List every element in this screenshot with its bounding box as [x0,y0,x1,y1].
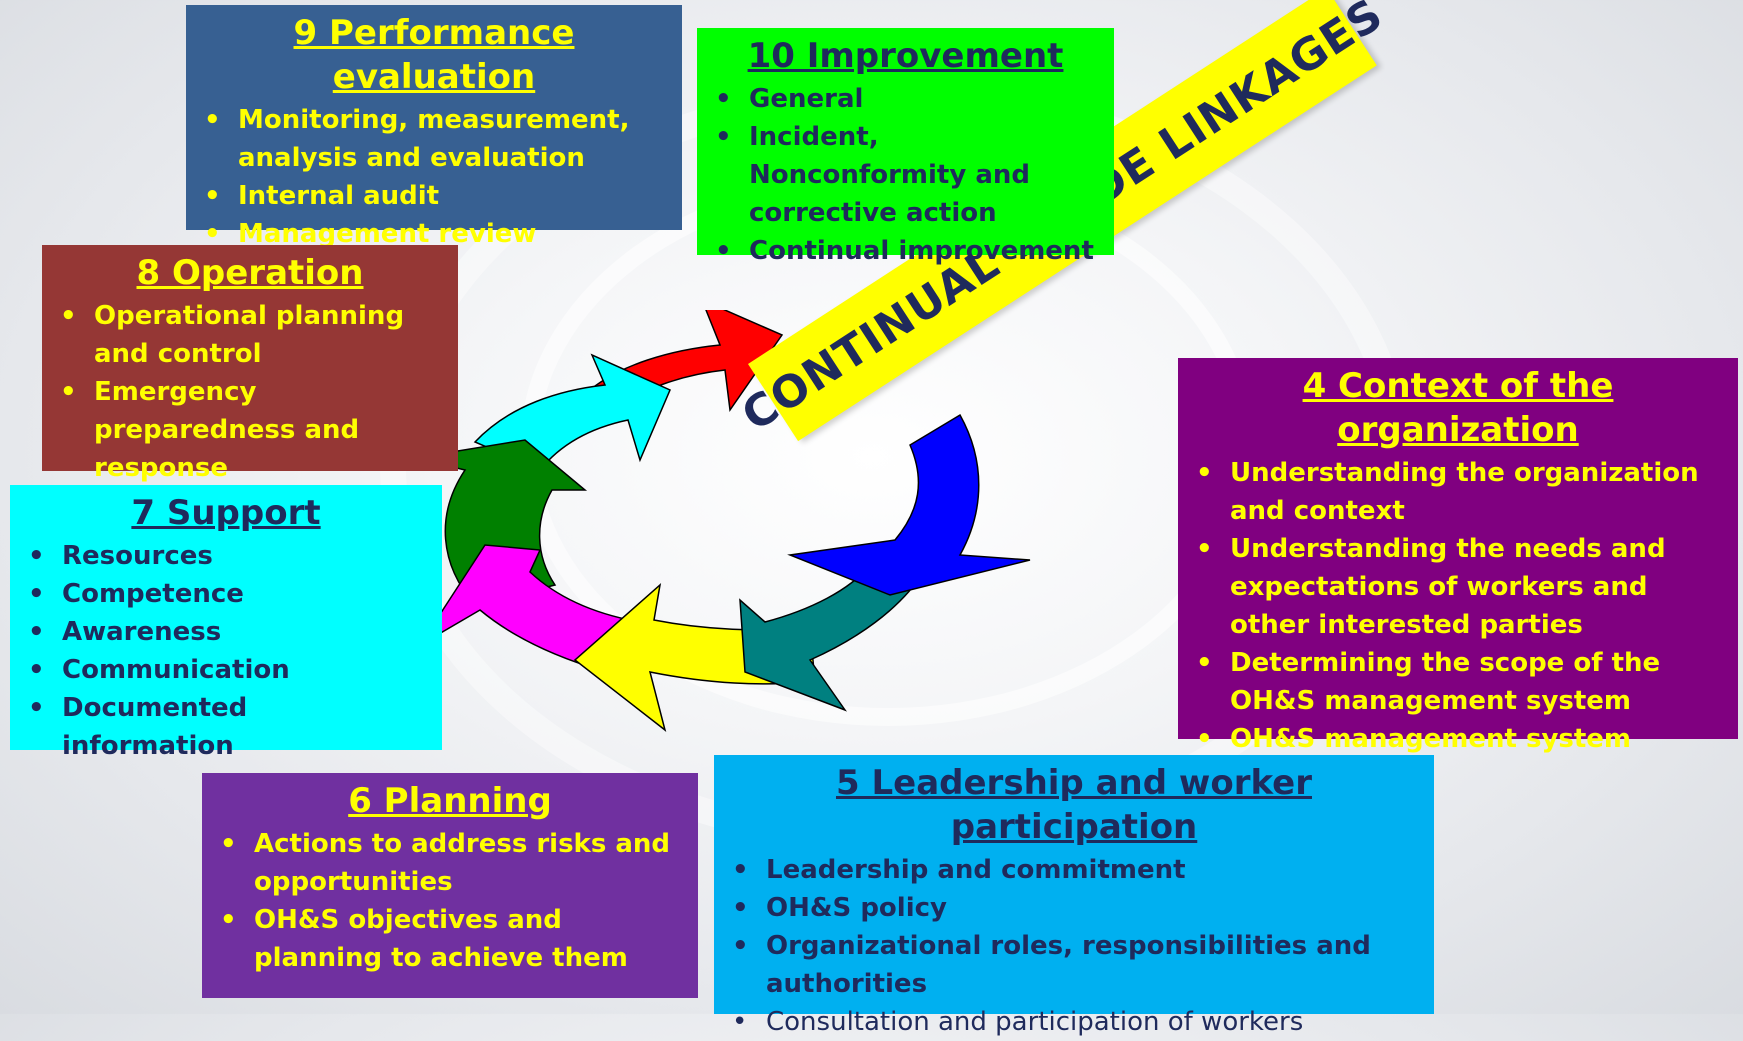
operation-box: 8 Operation •Operational planning and co… [42,245,458,483]
list-item: •Leadership and commitment [728,851,1420,889]
list-item: •Continual improvement [711,232,1100,270]
item-list: •Actions to address risks and opportunit… [216,825,684,977]
list-item: •Organizational roles, responsibilities … [728,927,1420,1003]
bullet-icon: • [60,377,77,407]
support-box: 7 Support •Resources •Competence •Awaren… [10,485,442,761]
bullet-icon: • [28,693,45,723]
list-item: •Competence [24,575,428,613]
box-title: 8 Operation [136,253,364,293]
box-title: 5 Leadership and worker participation [836,763,1312,847]
box-title: 4 Context of the organization [1302,366,1614,450]
bullet-icon: • [220,905,237,935]
bullet-icon: • [28,617,45,647]
leadership-box: 5 Leadership and worker participation •L… [714,755,1434,1037]
improvement-box: 10 Improvement •General •Incident, Nonco… [697,28,1114,266]
list-item: •Awareness [24,613,428,651]
bullet-icon: • [1196,648,1213,678]
list-item: •Emergency preparedness and response [56,373,444,487]
list-item: •OH&S management system [1192,720,1724,758]
list-item: •Actions to address risks and opportunit… [216,825,684,901]
bullet-icon: • [732,855,749,885]
bullet-icon: • [28,655,45,685]
item-list: •General •Incident, Nonconformity and co… [711,80,1100,270]
item-list: •Resources •Competence •Awareness •Commu… [24,537,428,765]
bullet-icon: • [204,105,221,135]
bullet-icon: • [28,579,45,609]
bullet-icon: • [715,122,732,152]
list-item: •Understanding the needs and expectation… [1192,530,1724,644]
bullet-icon: • [204,219,221,249]
box-title: 7 Support [131,493,321,533]
bullet-icon: • [1196,458,1213,488]
bullet-icon: • [1196,534,1213,564]
performance-evaluation-box: 9 Performance evaluation •Monitoring, me… [186,5,682,249]
list-item: •Documented information [24,689,428,765]
bullet-icon: • [732,931,749,961]
list-item: •Understanding the organization and cont… [1192,454,1724,530]
bullet-icon: • [1196,724,1213,754]
box-title: 10 Improvement [747,36,1064,76]
bullet-icon: • [732,893,749,923]
magenta-arrow [440,544,642,671]
list-item: •Operational planning and control [56,297,444,373]
list-item: •Communication [24,651,428,689]
bullet-icon: • [220,829,237,859]
list-item: •Determining the scope of the OH&S manag… [1192,644,1724,720]
blue-arrow [787,413,1031,596]
list-item: •OH&S policy [728,889,1420,927]
list-item: •Consultation and participation of worke… [728,1003,1420,1041]
cycle-arrows [440,310,1031,732]
item-list: •Leadership and commitment •OH&S policy … [728,851,1420,1041]
bullet-icon: • [204,181,221,211]
list-item: •General [711,80,1100,118]
list-item: •Management review [200,215,668,253]
bullet-icon: • [28,541,45,571]
list-item: •Internal audit [200,177,668,215]
list-item: •Monitoring, measurement, analysis and e… [200,101,668,177]
box-title: 9 Performance evaluation [293,13,575,97]
bullet-icon: • [60,301,77,331]
item-list: •Monitoring, measurement, analysis and e… [200,101,668,253]
list-item: •OH&S objectives and planning to achieve… [216,901,684,977]
item-list: •Operational planning and control •Emerg… [56,297,444,487]
context-box: 4 Context of the organization •Understan… [1178,358,1738,754]
bullet-icon: • [732,1007,748,1037]
list-item: •Incident, Nonconformity and corrective … [711,118,1100,232]
list-item: •Resources [24,537,428,575]
planning-box: 6 Planning •Actions to address risks and… [202,773,698,998]
teal-arrow [739,564,927,712]
bullet-icon: • [715,84,732,114]
item-list: •Understanding the organization and cont… [1192,454,1724,758]
box-title: 6 Planning [348,781,552,821]
bullet-icon: • [715,236,732,266]
